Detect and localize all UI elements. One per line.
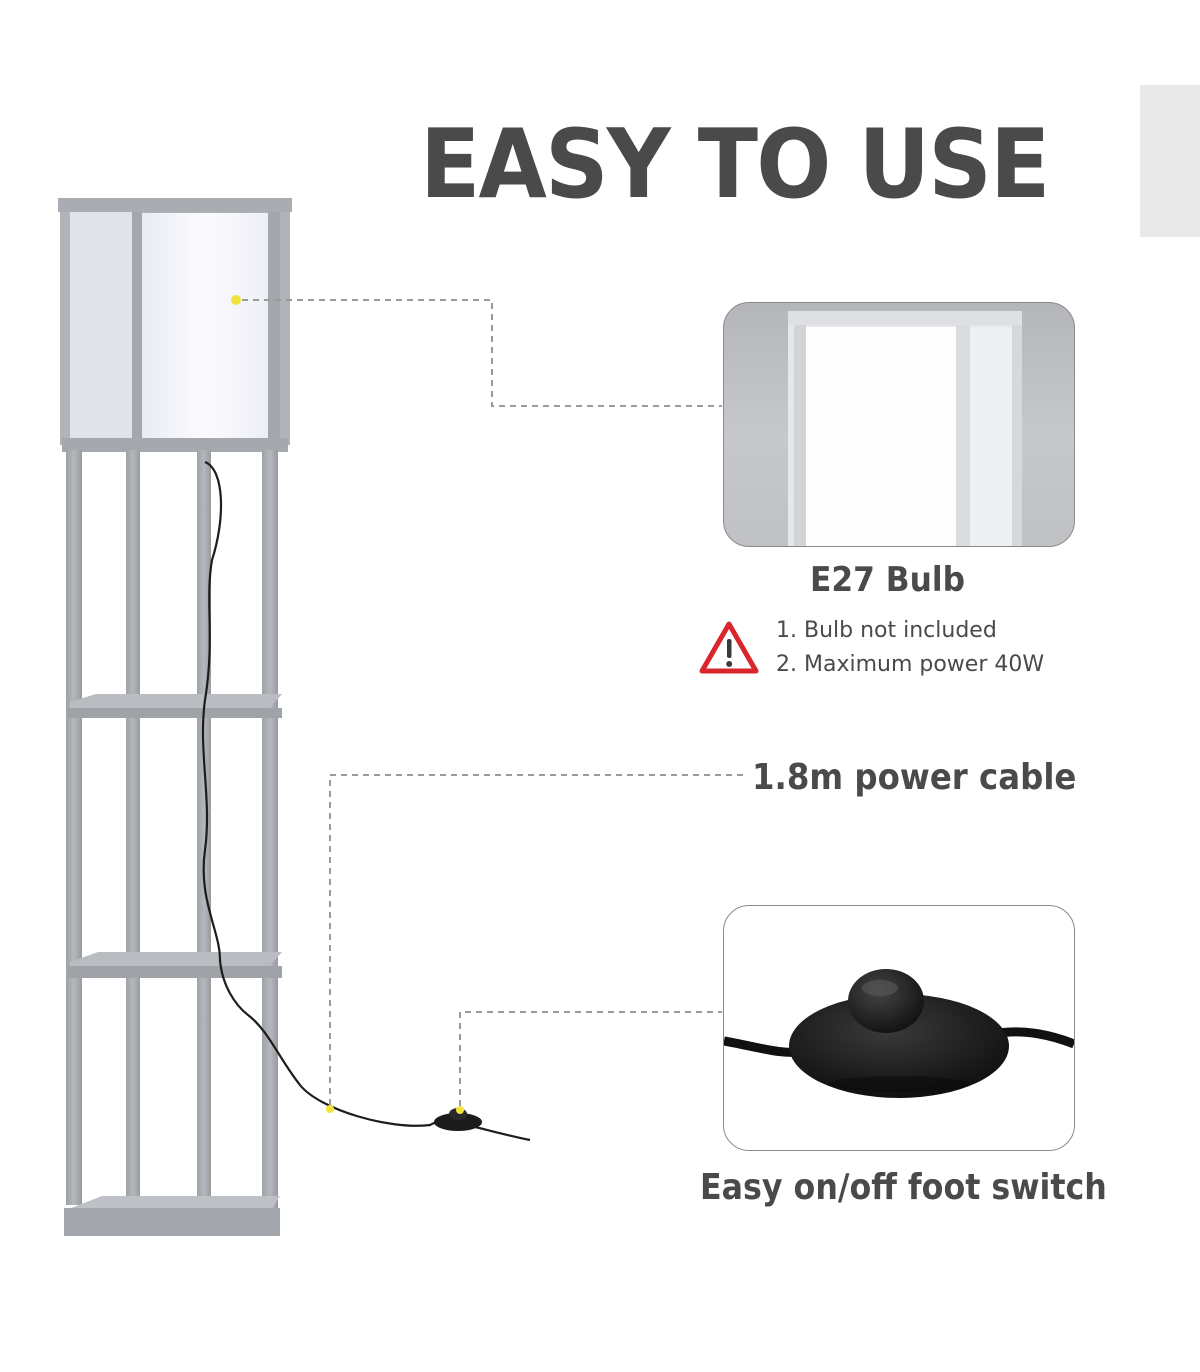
foot-switch-photo [724,969,1074,1098]
cable-marker [326,1105,334,1113]
headline: EASY TO USE [420,110,1050,220]
bulb-note-1: 1. Bulb not included [776,618,997,643]
cable-label: 1.8m power cable [752,757,1077,798]
leader-lines [242,299,748,1106]
bulb-closeup-photo [788,311,1022,546]
bulb-title: E27 Bulb [810,560,966,600]
power-cable [201,460,531,1142]
foot-switch-closeup-image [723,905,1075,1151]
switch-marker [456,1106,464,1114]
small-foot-switch [434,1108,482,1131]
warning-triangle-icon [699,621,759,674]
foot-switch-label: Easy on/off foot switch [700,1167,1107,1208]
bulb-closeup-image [723,302,1075,547]
side-tab [1140,85,1200,237]
bulb-note-2: 2. Maximum power 40W [776,652,1045,677]
bulb-marker [231,295,241,305]
lamp-frame-posts [66,450,278,1220]
lamp-shelves [64,694,282,1236]
lamp-shade [58,198,292,452]
